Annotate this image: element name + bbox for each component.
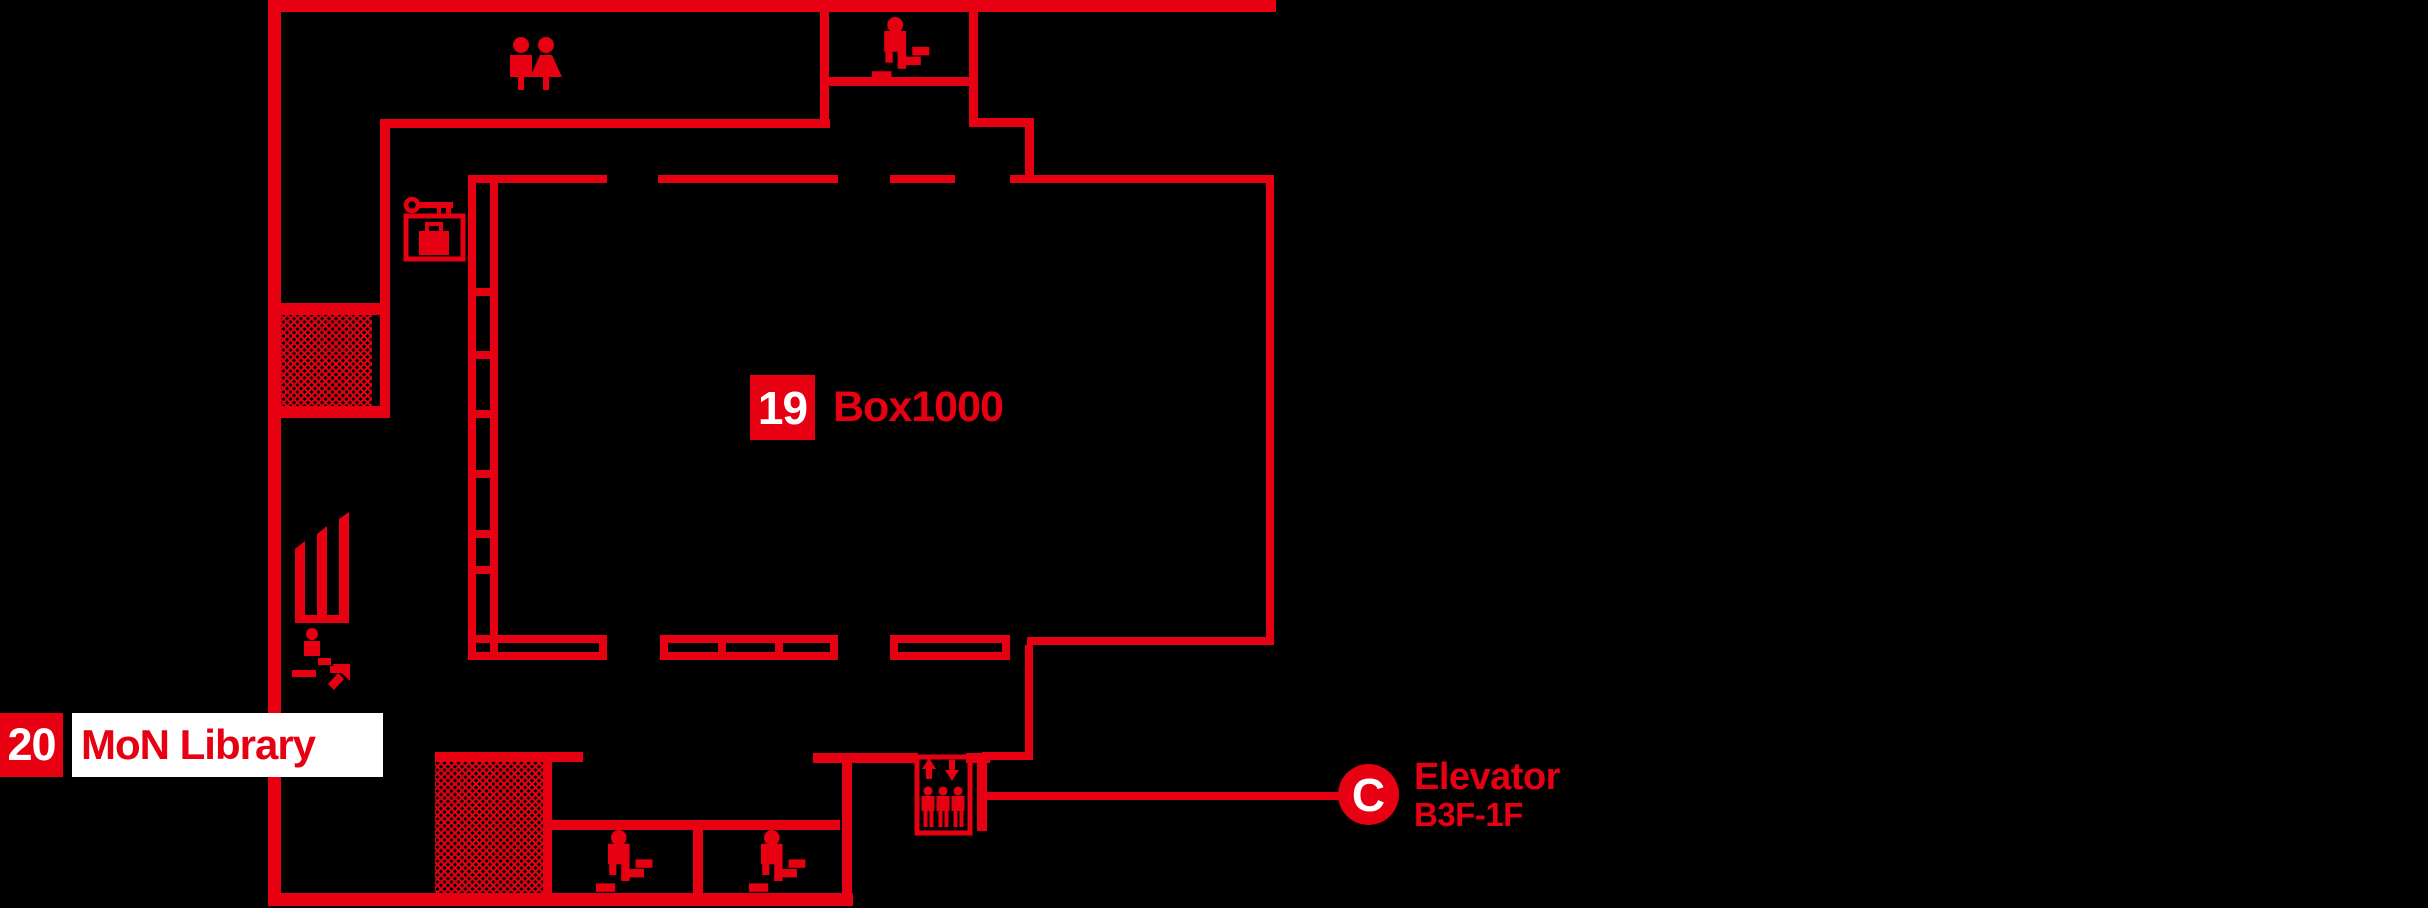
case-divider <box>718 635 726 660</box>
wall-left <box>268 0 281 905</box>
wall-room-top-2 <box>658 175 838 183</box>
elevator-icon <box>914 754 973 836</box>
wall-connector-vertical <box>1025 645 1033 757</box>
elevator-marker-badge: C <box>1338 764 1399 825</box>
wall-jog-vertical <box>1025 118 1034 183</box>
case-box <box>468 635 607 660</box>
wall-hatch2-top <box>435 752 583 762</box>
wall-elevator-top-1 <box>813 753 918 763</box>
case-box <box>660 635 838 660</box>
case-rung <box>468 175 498 183</box>
wall-room-bottom-right <box>1027 637 1274 645</box>
callout-line <box>987 792 1341 800</box>
outer-walls <box>268 0 1276 906</box>
wall-room-right <box>1266 175 1274 645</box>
wall-stairroom-left <box>820 12 829 128</box>
wall-stairroom-bottom <box>820 77 978 86</box>
hatched-area-upper <box>281 315 372 406</box>
escalator-up-icon <box>292 512 350 690</box>
case-rung <box>468 410 498 418</box>
stairs-icon <box>749 830 806 892</box>
library-label-bar: MoN Library <box>72 713 383 777</box>
wall-jog-horizontal <box>969 118 1034 127</box>
case-divider <box>775 635 783 660</box>
room-number-badge-20: 20 <box>0 713 63 777</box>
wall-connector-horizontal <box>982 752 1033 760</box>
wall-hatch-stub-bottom <box>280 406 381 418</box>
hatched-area-lower <box>435 762 543 893</box>
wall-bottom <box>268 893 853 906</box>
wall-inner-vertical <box>380 119 390 418</box>
inner-walls <box>280 12 1274 898</box>
case-rung <box>468 470 498 478</box>
elevator-title: Elevator <box>1414 756 1560 798</box>
wall-room-top-3 <box>890 175 955 183</box>
stairs-icon <box>872 16 930 80</box>
case-rung <box>468 288 498 296</box>
wall-elevator-lobby-left <box>842 753 852 898</box>
wall-elevator-top-2 <box>966 753 990 763</box>
room-number-badge-19: 19 <box>750 375 815 440</box>
wall-room-top-1 <box>489 175 607 183</box>
room-name-box1000: Box1000 <box>833 383 1004 431</box>
wall-restroom-corridor <box>390 119 830 128</box>
wall-elevator-right <box>977 753 987 831</box>
case-rung <box>468 351 498 359</box>
elevator-callout-text: Elevator B3F-1F <box>1414 757 1560 833</box>
room-name-mon-library: MoN Library <box>81 721 316 768</box>
wall-stairs-divider <box>693 830 703 893</box>
coin-locker-icon <box>403 196 466 262</box>
display-case-walls <box>468 175 1010 660</box>
elevator-floors: B3F-1F <box>1414 796 1523 833</box>
stairs-icon <box>596 830 653 892</box>
restroom-icon <box>510 37 562 90</box>
wall-hatch-stub-top <box>280 303 381 315</box>
case-rung <box>468 530 498 538</box>
wall-stairs-corridor <box>543 820 840 830</box>
wall-top <box>268 0 1276 12</box>
case-box <box>890 635 1010 660</box>
case-rung <box>468 566 498 574</box>
wall-room-top-4 <box>1010 175 1274 183</box>
wall-stairroom-right <box>969 12 978 127</box>
